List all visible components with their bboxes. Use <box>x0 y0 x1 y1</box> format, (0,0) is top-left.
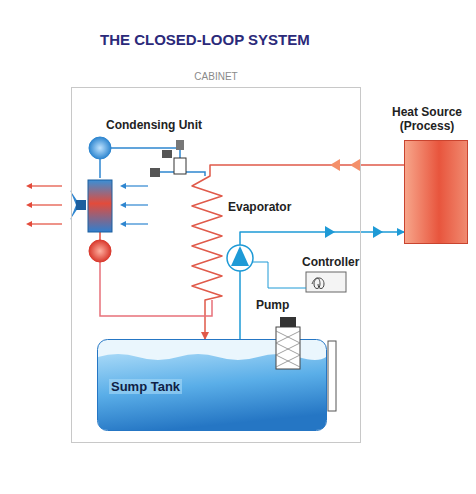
flow-arrow <box>325 226 335 238</box>
tank-label: Sump Tank <box>109 379 182 394</box>
air-arrows <box>30 186 62 224</box>
supply-line <box>240 232 404 339</box>
part-label: Controller <box>302 255 359 269</box>
node-heading: Heat Source (Process) <box>385 105 469 133</box>
receiver <box>89 137 111 159</box>
heat-source-box: Heat Source (Process) <box>404 140 468 244</box>
part-label: Evaporator <box>228 200 291 214</box>
valve <box>174 158 186 174</box>
flow-arrow <box>373 226 383 238</box>
flow-arrow <box>350 159 360 171</box>
flow-arrow <box>330 159 340 171</box>
node-heading: CABINET <box>72 71 360 82</box>
valve <box>162 150 172 158</box>
controller-box <box>306 272 346 292</box>
part-label: Pump <box>256 298 289 312</box>
sump-tank: Sump Tank <box>97 339 327 431</box>
condenser <box>88 180 112 232</box>
valve <box>150 168 160 177</box>
diagram-title: THE CLOSED-LOOP SYSTEM <box>100 31 310 48</box>
compressor <box>89 240 111 262</box>
return-line <box>192 165 404 339</box>
part-label: Condensing Unit <box>106 118 202 132</box>
air-in <box>124 186 148 224</box>
pump-symbol <box>227 245 253 271</box>
